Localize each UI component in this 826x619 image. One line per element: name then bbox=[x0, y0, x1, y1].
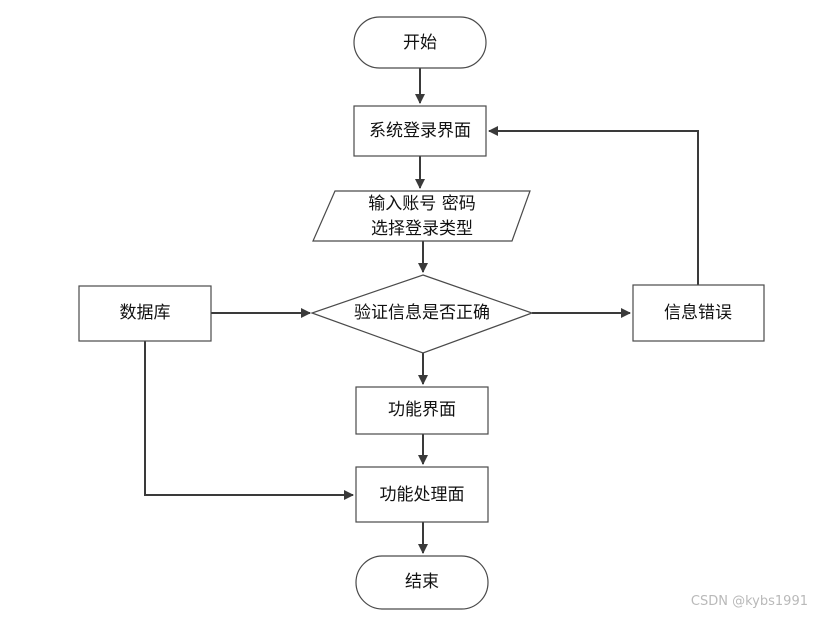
login-page-node: 系统登录界面 bbox=[353, 105, 487, 157]
end-label: 结束 bbox=[405, 572, 439, 592]
watermark: CSDN @kybs1991 bbox=[690, 594, 808, 609]
verify-node: 验证信息是否正确 bbox=[310, 274, 534, 354]
edge-error-to-login bbox=[488, 126, 699, 285]
function-process-label: 功能处理面 bbox=[380, 485, 465, 505]
input-label-line1: 输入账号 密码 bbox=[368, 194, 475, 214]
edge-database-to-process bbox=[144, 341, 354, 500]
end-node: 结束 bbox=[355, 555, 489, 610]
start-label: 开始 bbox=[403, 33, 437, 53]
database-label: 数据库 bbox=[120, 303, 171, 323]
input-node: 输入账号 密码 选择登录类型 bbox=[312, 190, 531, 242]
function-process-node: 功能处理面 bbox=[355, 466, 489, 523]
database-node: 数据库 bbox=[78, 285, 212, 342]
verify-label: 验证信息是否正确 bbox=[354, 303, 490, 323]
edges bbox=[144, 68, 699, 554]
function-page-node: 功能界面 bbox=[355, 386, 489, 435]
login-page-label: 系统登录界面 bbox=[369, 121, 471, 141]
error-node: 信息错误 bbox=[632, 284, 765, 342]
start-node: 开始 bbox=[353, 16, 487, 69]
error-label: 信息错误 bbox=[664, 303, 732, 323]
function-page-label: 功能界面 bbox=[388, 400, 456, 420]
input-label-line2: 选择登录类型 bbox=[371, 219, 473, 239]
